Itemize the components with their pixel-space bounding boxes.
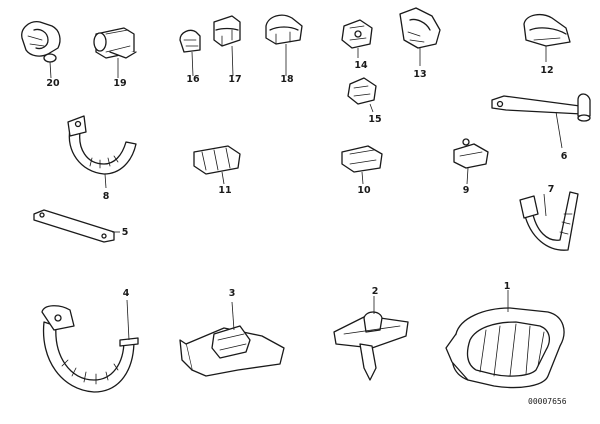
callout-17: 17 [228, 74, 241, 85]
callout-18: 18 [280, 74, 294, 85]
part-15 [347, 77, 377, 113]
part-11 [193, 145, 241, 185]
callout-9: 9 [463, 185, 470, 196]
part-8 [67, 115, 137, 189]
callout-12: 12 [540, 65, 553, 76]
callout-1: 1 [504, 281, 511, 292]
part-14 [341, 19, 373, 58]
callout-2: 2 [372, 286, 379, 297]
part-4 [41, 299, 139, 393]
callout-20: 20 [46, 78, 60, 89]
reference-number: 00007656 [528, 397, 567, 406]
callout-13: 13 [413, 69, 426, 80]
part-7 [519, 191, 579, 251]
callout-7: 7 [548, 184, 555, 195]
part-5 [33, 209, 120, 243]
callout-4: 4 [123, 288, 130, 299]
callout-11: 11 [218, 185, 231, 196]
part-16 [265, 14, 303, 76]
part-19 [93, 27, 137, 78]
part-10 [341, 145, 383, 185]
callout-8: 8 [103, 191, 110, 202]
callout-5: 5 [122, 227, 129, 238]
callout-16: 16 [186, 74, 200, 85]
part-1 [445, 290, 565, 389]
callout-19: 19 [113, 78, 126, 89]
part-18 [179, 29, 201, 77]
part-13 [399, 7, 441, 66]
callout-6: 6 [561, 151, 568, 162]
callout-14: 14 [354, 60, 368, 71]
part-20 [21, 21, 61, 79]
part-12 [523, 13, 571, 62]
part-3 [179, 301, 285, 377]
callout-10: 10 [357, 185, 371, 196]
callout-3: 3 [229, 288, 236, 299]
part-2 [333, 296, 409, 381]
part-17 [213, 15, 241, 77]
callout-15: 15 [368, 114, 381, 125]
part-6 [491, 93, 591, 149]
part-9 [453, 138, 489, 185]
